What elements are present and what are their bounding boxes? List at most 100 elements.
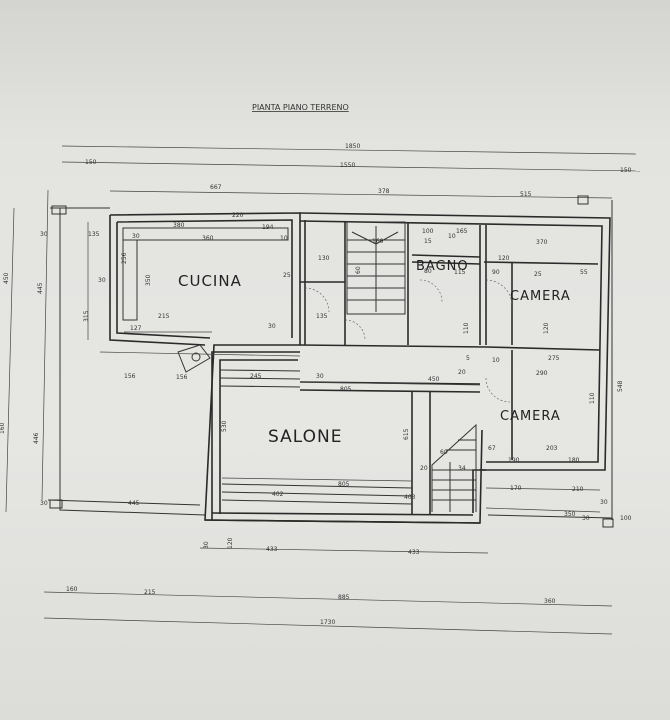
dim-label: 220	[232, 212, 244, 219]
doors	[304, 279, 513, 403]
interior-dim-labels: 135 380 360 194 220 30 350 256 315 127 2…	[40, 212, 632, 556]
dim-label: 403	[404, 494, 416, 501]
fireplace	[177, 344, 211, 373]
dim-label: 120	[543, 322, 550, 334]
dim-label: 20	[458, 369, 466, 376]
interior-walls	[299, 220, 601, 515]
dim-label: 30	[268, 323, 276, 330]
dim-label: 15	[424, 238, 432, 245]
dim-label: 402	[272, 491, 284, 498]
room-label-camera-bottom: CAMERA	[500, 409, 561, 424]
dim-label: 10	[280, 235, 288, 242]
dim-label: 360	[202, 235, 214, 242]
dim-label: 30	[582, 515, 590, 522]
dim-label: 156	[176, 374, 188, 381]
dim-label: 90	[492, 269, 500, 276]
dim-label: 615	[403, 428, 410, 440]
dim-top-left-margin: 150	[85, 159, 97, 166]
dim-label: 194	[262, 224, 274, 231]
dim-seg-left: 667	[210, 184, 222, 191]
top-dimensions: 1850 150 1550 150 667 378 515	[61, 143, 641, 199]
dim-bottom-left: 160	[66, 586, 78, 593]
dim-label: 60	[440, 449, 448, 456]
salone-steps	[219, 369, 413, 505]
dim-label: 548	[617, 380, 624, 392]
room-label-cucina: CUCINA	[178, 272, 242, 290]
dim-label: 805	[340, 386, 352, 393]
staircase-top	[346, 221, 406, 315]
dim-bottom-b: 885	[338, 594, 350, 601]
dim-label: 805	[338, 481, 350, 488]
dim-left-total: 450	[3, 272, 10, 284]
dim-label: 100	[620, 515, 632, 522]
dim-label: 30	[316, 373, 324, 380]
dim-bottom-total: 1730	[320, 619, 335, 626]
dim-label: 156	[124, 373, 136, 380]
dim-label: 30	[40, 500, 48, 507]
dim-top-right-margin: 150	[620, 167, 632, 174]
dim-bottom-a: 215	[144, 589, 156, 596]
dim-label: 20	[420, 465, 428, 472]
dim-label: 135	[88, 231, 100, 238]
bottom-dimensions: 160 215 885 360 1730	[43, 586, 613, 635]
left-dimensions: 450 445 446 160 30	[0, 189, 49, 513]
dim-label: 350	[145, 274, 152, 286]
dim-label: 120	[498, 255, 510, 262]
dim-label: 256	[121, 252, 128, 264]
dim-label: 25	[283, 272, 291, 279]
dim-label: 30	[132, 233, 140, 240]
dim-label: 25	[534, 271, 542, 278]
dim-label: 210	[572, 486, 584, 493]
dim-label: 127	[130, 325, 142, 332]
dim-label: 170	[510, 485, 522, 492]
dim-label: 530	[221, 420, 228, 432]
dim-label: 380	[173, 222, 185, 229]
dim-label: 115	[454, 269, 466, 276]
dim-label: 100	[422, 228, 434, 235]
dim-label: 67	[488, 445, 496, 452]
dim-label: 30	[203, 541, 210, 549]
dim-label: 110	[589, 392, 596, 404]
dim-label: 433	[266, 546, 278, 553]
dim-label: 60	[355, 266, 362, 274]
dim-label: 350	[564, 511, 576, 518]
dim-label: 180	[568, 457, 580, 464]
dim-label: 160	[372, 238, 384, 245]
dim-left-b: 446	[33, 432, 40, 444]
dim-label: 10	[492, 357, 500, 364]
dim-label: 315	[83, 310, 90, 322]
staircase-bottom	[431, 423, 477, 512]
dim-label: 215	[158, 313, 170, 320]
dim-bottom-c: 360	[544, 598, 556, 605]
interior-dim-lines	[87, 222, 601, 554]
dim-label: 165	[456, 228, 468, 235]
dim-label: 10	[448, 233, 456, 240]
dim-left-a: 445	[37, 282, 44, 294]
dim-label: 135	[316, 313, 328, 320]
room-label-bagno: BAGNO	[416, 259, 469, 274]
dim-seg-right: 515	[520, 191, 532, 198]
room-label-salone: SALONE	[268, 427, 342, 447]
dim-left-c: 30	[40, 231, 48, 238]
dim-label: 5	[466, 355, 470, 362]
dim-label: 450	[428, 376, 440, 383]
exterior-walls	[109, 212, 611, 524]
terrace-outline	[47, 195, 614, 528]
dim-label: 245	[250, 373, 262, 380]
kitchen-counter	[122, 227, 289, 321]
dim-label: 130	[318, 255, 330, 262]
dim-label: 30	[98, 277, 106, 284]
dim-label: 433	[408, 549, 420, 556]
dim-top-inner: 1550	[340, 162, 355, 169]
dim-label: 110	[463, 322, 470, 334]
dim-label: 370	[536, 239, 548, 246]
room-label-camera-top: CAMERA	[510, 289, 571, 304]
dim-label: 80	[424, 268, 432, 275]
dim-label: 275	[548, 355, 560, 362]
dim-top-total: 1850	[345, 143, 360, 150]
plan-title: PIANTA PIANO TERRENO	[252, 103, 349, 112]
dim-label: 120	[227, 537, 234, 549]
dim-label: 445	[128, 500, 140, 507]
dim-label: 203	[546, 445, 558, 452]
